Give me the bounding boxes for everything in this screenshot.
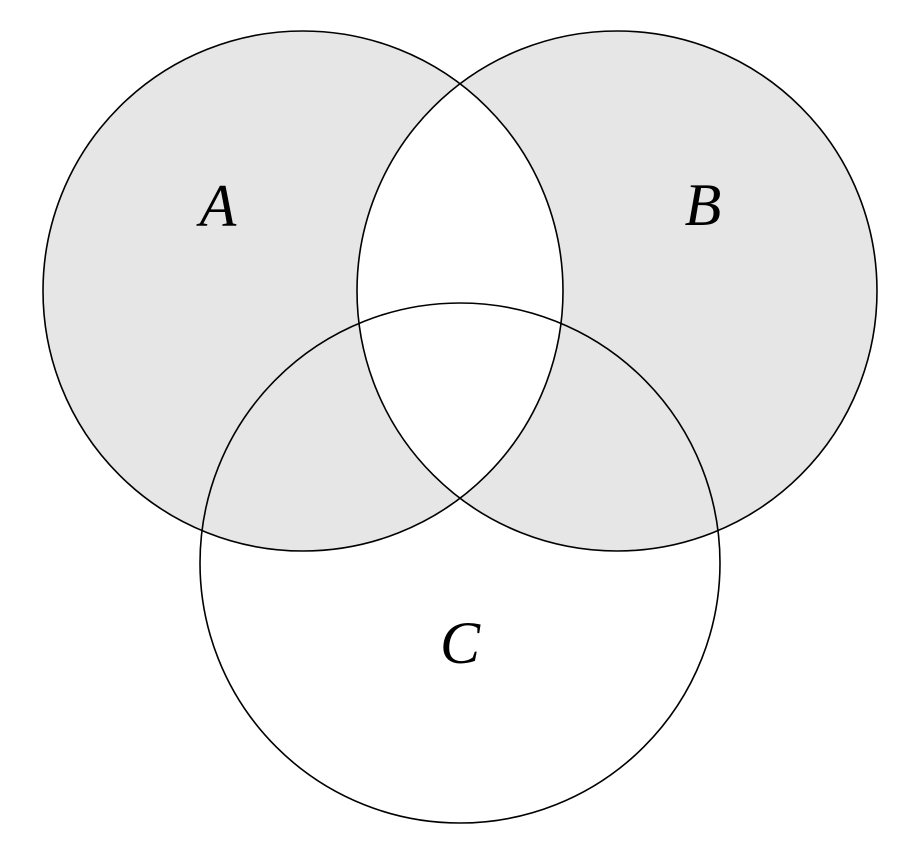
circle-c-outline — [199, 302, 721, 824]
a-intersect-b-white-overlay — [357, 31, 563, 551]
set-label-c: C — [440, 610, 481, 676]
circle-b-white-in-a — [357, 31, 563, 551]
set-label-a: A — [196, 173, 237, 239]
set-label-b: B — [685, 172, 722, 238]
circle-a-outline — [42, 30, 564, 552]
circle-b-outline — [356, 30, 878, 552]
